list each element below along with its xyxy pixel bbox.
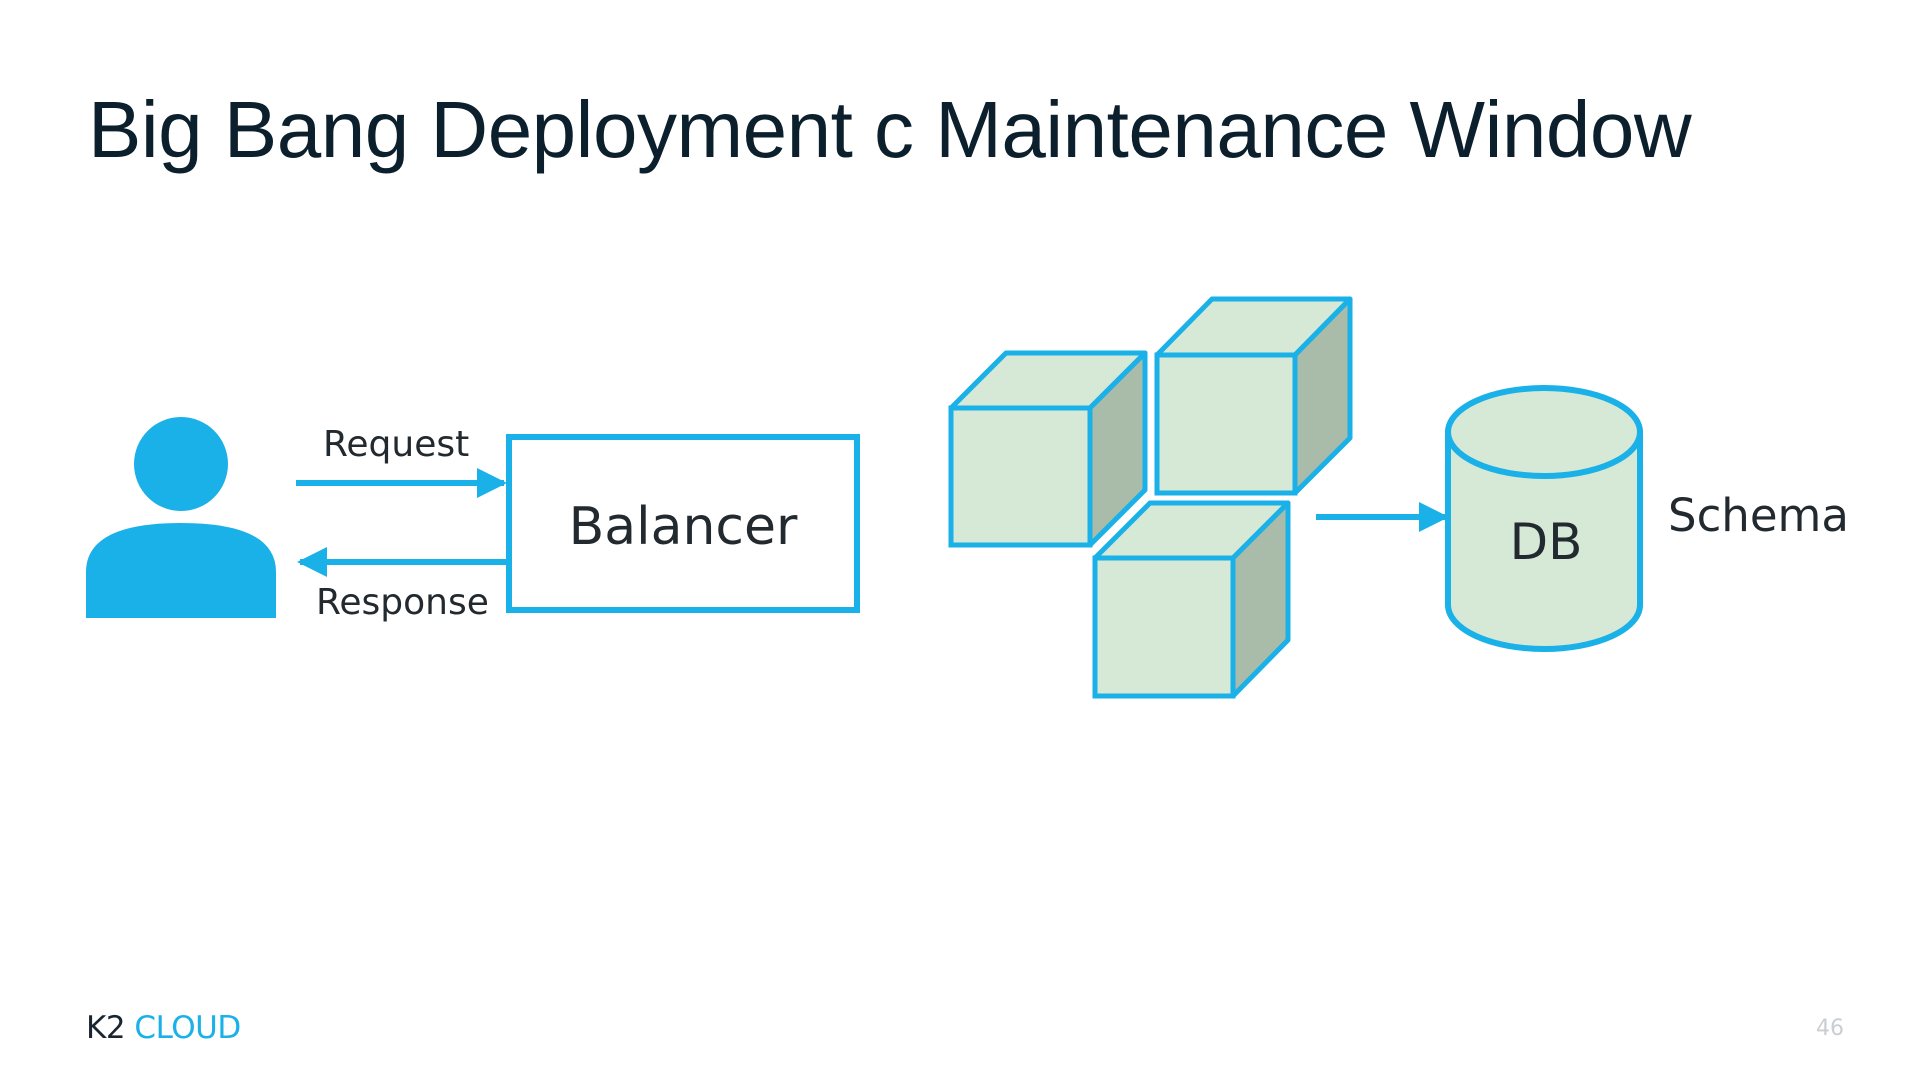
server-cube-icon (1154, 296, 1353, 496)
user-icon (86, 417, 276, 618)
schema-label: Schema (1668, 489, 1849, 542)
server-cube-icon (1092, 500, 1291, 699)
logo-cloud-text: CLOUD (134, 1010, 241, 1046)
database-icon (1445, 385, 1643, 652)
slide-title: Big Bang Deployment c Maintenance Window (88, 85, 1692, 174)
balancer-label: Balancer (569, 497, 798, 557)
request-label: Request (323, 424, 469, 465)
db-label: DB (1510, 513, 1583, 571)
server-cube-icon (948, 350, 1148, 548)
logo-k2-text: K2 (86, 1010, 126, 1046)
balancer-box (506, 434, 860, 613)
k2-cloud-logo: K2 CLOUD (86, 1010, 241, 1046)
page-number: 46 (1816, 1016, 1844, 1041)
response-label: Response (316, 582, 489, 623)
